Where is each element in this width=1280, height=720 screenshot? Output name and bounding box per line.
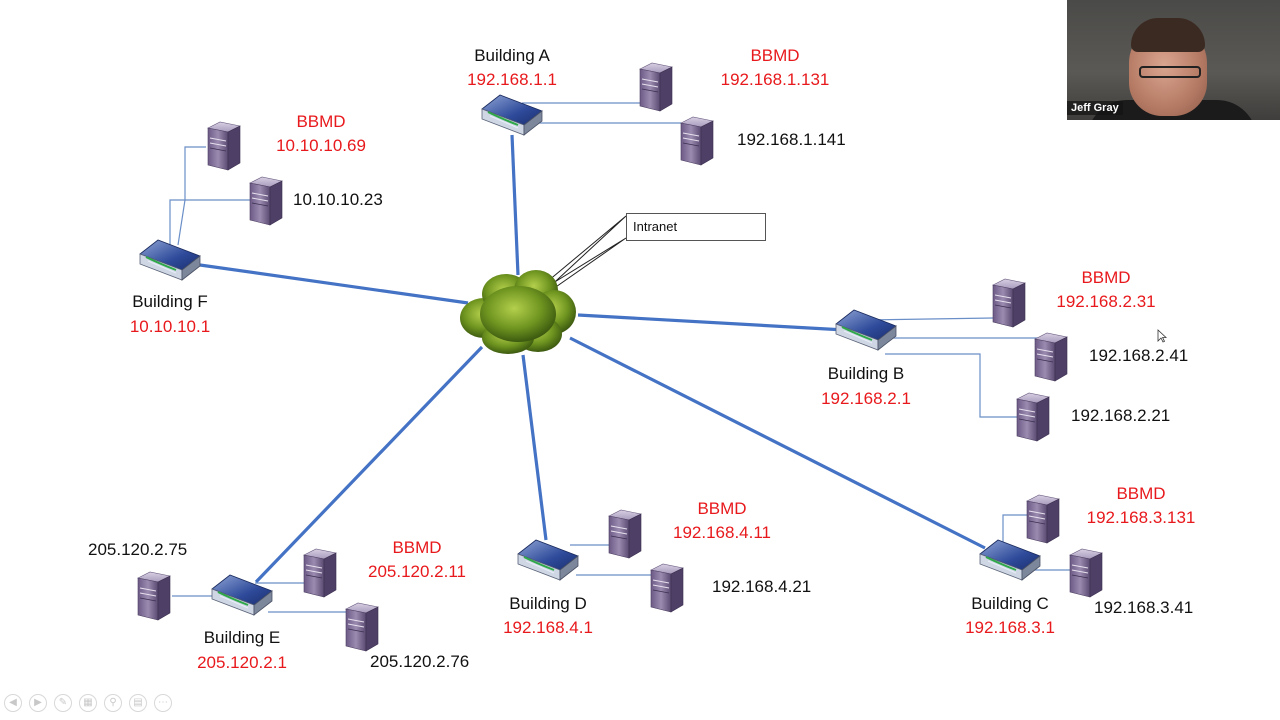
server-icon-c-device xyxy=(1069,548,1103,598)
building-d-name: Building D xyxy=(509,594,587,613)
building-c-bbmd-ip: 192.168.3.131 xyxy=(1086,508,1196,527)
server-icon-f-device xyxy=(249,176,283,226)
server-icon-e-device2 xyxy=(137,571,171,621)
pen-icon[interactable]: ✎ xyxy=(54,694,72,712)
building-f-bbmd-ip: 10.10.10.69 xyxy=(276,136,366,155)
slide-toolbar: ◀ ▶ ✎ ▦ ⚲ ▤ ⋯ xyxy=(4,694,172,712)
building-a-name: Building A xyxy=(474,46,550,65)
link-building-e xyxy=(254,345,484,584)
building-f-ip: 10.10.10.1 xyxy=(129,317,211,336)
more-icon[interactable]: ⋯ xyxy=(154,694,172,712)
cursor-icon xyxy=(1157,329,1167,343)
router-icon-building-a xyxy=(481,94,543,136)
building-d-ip: 192.168.4.1 xyxy=(503,618,593,637)
building-d-device-ip: 192.168.4.21 xyxy=(712,577,812,596)
building-b-ip: 192.168.2.1 xyxy=(821,389,911,408)
router-icon-building-f xyxy=(139,239,201,281)
building-e-device2-ip: 205.120.2.75 xyxy=(88,540,188,559)
building-c-name: Building C xyxy=(971,594,1049,613)
building-b-bbmd-ip: 192.168.2.31 xyxy=(1056,292,1156,311)
building-c-device-ip: 192.168.3.41 xyxy=(1094,598,1194,617)
participant-hair xyxy=(1131,18,1205,52)
lan-links xyxy=(169,102,1070,613)
link-building-d xyxy=(521,354,548,541)
trunk-links xyxy=(199,134,986,584)
server-icon-e-device xyxy=(345,602,379,652)
link-building-a xyxy=(510,134,520,276)
building-d-bbmd-ip: 192.168.4.11 xyxy=(673,523,771,542)
server-icon-b-device xyxy=(1034,332,1068,382)
router-icon-building-c xyxy=(979,539,1041,581)
building-e-ip: 205.120.2.1 xyxy=(197,653,287,672)
building-e-name: Building E xyxy=(203,628,281,647)
building-a-bbmd-tag: BBMD xyxy=(750,46,800,65)
server-icon-a-bbmd xyxy=(639,62,673,112)
slides-icon[interactable]: ▦ xyxy=(79,694,97,712)
building-c-ip: 192.168.3.1 xyxy=(965,618,1055,637)
building-a-ip: 192.168.1.1 xyxy=(467,70,557,89)
next-slide-icon[interactable]: ▶ xyxy=(29,694,47,712)
building-e-bbmd-ip: 205.120.2.11 xyxy=(368,562,466,581)
server-icon-f-bbmd xyxy=(207,121,241,171)
link-building-f xyxy=(199,263,469,305)
intranet-label: Intranet xyxy=(633,219,678,234)
building-c-bbmd-tag: BBMD xyxy=(1116,484,1166,503)
building-e-bbmd-tag: BBMD xyxy=(392,538,442,557)
video-thumbnail[interactable]: Jeff Gray xyxy=(1067,0,1280,120)
building-a-device-ip: 192.168.1.141 xyxy=(737,130,846,149)
building-e-device-ip: 205.120.2.76 xyxy=(370,652,470,671)
building-f-device-ip: 10.10.10.23 xyxy=(293,190,383,209)
server-icon-d-bbmd xyxy=(608,509,642,559)
building-b-device2-ip: 192.168.2.21 xyxy=(1071,406,1171,425)
building-b-device-ip: 192.168.2.41 xyxy=(1089,346,1189,365)
link-building-b xyxy=(577,313,846,332)
building-a-bbmd-ip: 192.168.1.131 xyxy=(720,70,830,89)
prev-slide-icon[interactable]: ◀ xyxy=(4,694,22,712)
cloud-icon xyxy=(460,270,576,354)
server-icon-c-bbmd xyxy=(1026,494,1060,544)
server-icon-e-bbmd xyxy=(303,548,337,598)
router-icon-building-b xyxy=(835,309,897,351)
subtitles-icon[interactable]: ▤ xyxy=(129,694,147,712)
server-icon-d-device xyxy=(650,563,684,613)
participant-glasses xyxy=(1139,66,1201,78)
building-b-name: Building B xyxy=(827,364,905,383)
router-icon-building-d xyxy=(517,539,579,581)
participant-name: Jeff Gray xyxy=(1067,101,1123,115)
building-d-bbmd-tag: BBMD xyxy=(697,499,747,518)
server-icon-b-bbmd xyxy=(992,278,1026,328)
building-f-bbmd-tag: BBMD xyxy=(296,112,346,131)
router-icon-building-e xyxy=(211,574,273,616)
zoom-icon[interactable]: ⚲ xyxy=(104,694,122,712)
intranet-callout: Intranet xyxy=(626,213,766,241)
building-b-bbmd-tag: BBMD xyxy=(1081,268,1131,287)
server-icon-b-device2 xyxy=(1016,392,1050,442)
building-f-name: Building F xyxy=(132,292,208,311)
server-icon-a-device xyxy=(680,116,714,166)
link-building-c xyxy=(569,336,986,550)
